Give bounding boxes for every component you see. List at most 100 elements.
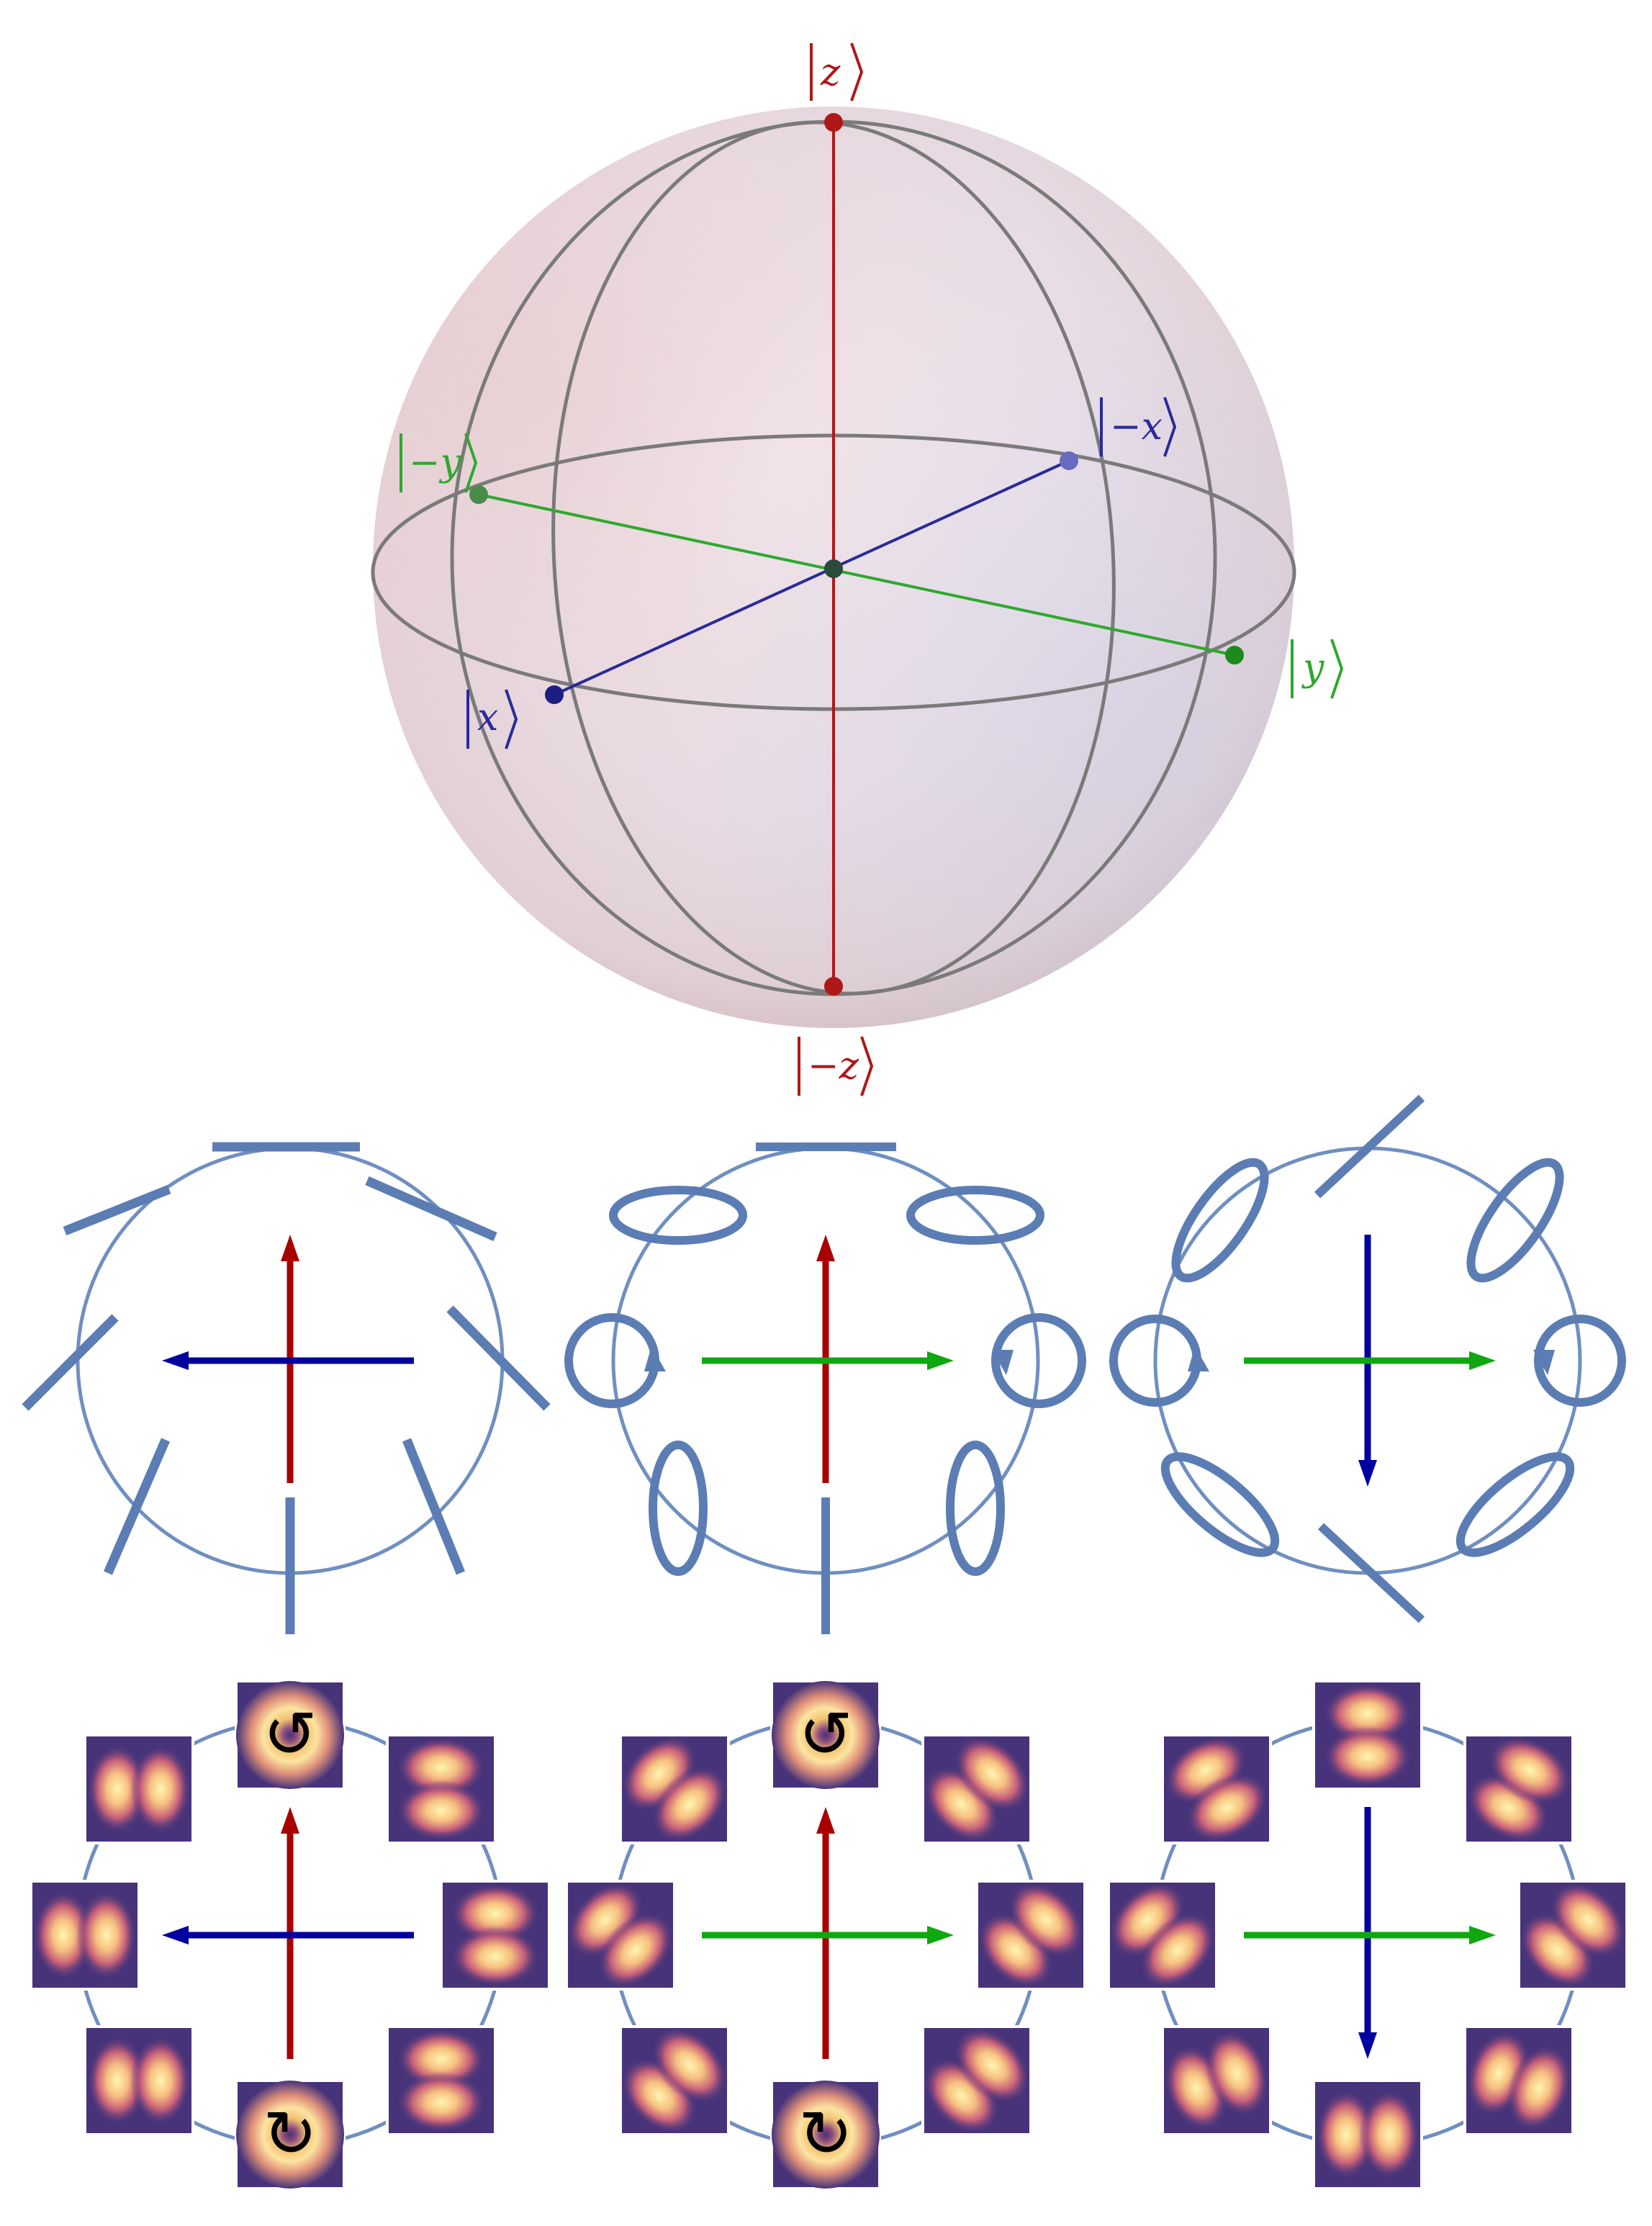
intensity-lobe — [954, 1735, 1031, 1812]
counterclockwise-icon: ↺ — [798, 1697, 852, 1772]
intensity-lobe — [397, 1737, 486, 1798]
intensity-lobe — [87, 2036, 148, 2125]
red-arrow-head — [281, 1235, 299, 1261]
blue-arrow-head — [162, 1351, 189, 1370]
intensity-lobe — [1204, 2029, 1269, 2117]
polarization-panel-2 — [564, 1143, 1086, 1634]
point-minus-x — [1060, 451, 1078, 470]
donut-intensity — [236, 2081, 344, 2189]
mode-tiles: ↺ ↻ ↺ ↻ — [30, 1680, 1628, 2190]
hermite-gaussian-mode-tile — [386, 2025, 497, 2136]
donut-intensity — [772, 1681, 880, 1789]
mode-axis-arrows-1 — [162, 1807, 414, 2059]
ket-y-label: y — [1301, 646, 1324, 690]
ket-x-label: x — [477, 696, 498, 739]
clockwise-icon: ↻ — [263, 2096, 317, 2172]
y-axis — [478, 493, 1235, 657]
hermite-gaussian-mode-tile — [619, 2025, 730, 2136]
intensity-lobe — [397, 1780, 486, 1841]
x-axis — [554, 459, 1070, 696]
hermite-gaussian-mode-tile — [1517, 1880, 1628, 1991]
red-arrow-head — [816, 1235, 835, 1261]
meridian-narrow — [551, 120, 1116, 996]
intensity-lobe — [1507, 2045, 1571, 2132]
intensity-lobe — [1323, 1683, 1412, 1744]
intensity-lobe — [1550, 1881, 1627, 1958]
ket-y — [1291, 639, 1344, 699]
vortex-mode-tile: ↻ — [235, 2079, 346, 2190]
hermite-gaussian-mode-tile — [619, 1734, 730, 1844]
intensity-lobe — [1186, 1773, 1269, 1842]
intensity-lobe — [130, 1744, 191, 1834]
ccw-arrow-left — [644, 1346, 666, 1371]
hermite-gaussian-mode-tile — [1161, 2025, 1272, 2136]
axis-arrows — [162, 1235, 414, 1483]
ket-minus-x — [1100, 397, 1177, 457]
intensity-lobe — [597, 1912, 674, 1989]
intensity-lobe — [651, 2027, 728, 2104]
hermite-gaussian-mode-tile — [921, 1734, 1032, 1844]
blue-arrow-head — [1358, 1460, 1377, 1487]
hermite-gaussian-mode-tile — [1107, 1880, 1218, 1991]
intensity-lobe — [451, 1927, 540, 1987]
elliptical-polarization-marks — [564, 1143, 1086, 1634]
ccw-arrow-left — [1188, 1346, 1209, 1371]
hermite-gaussian-mode-tile — [440, 1880, 551, 1991]
ket-minus-z-label: −z — [808, 1045, 859, 1088]
point-origin — [824, 559, 843, 578]
hermite-gaussian-mode-tile — [83, 1734, 194, 1844]
intensity-lobe — [87, 1744, 148, 1834]
green-arrow-head — [927, 1351, 954, 1370]
hermite-gaussian-mode-tile — [30, 1880, 140, 1991]
linear-polarization-marks — [22, 1142, 551, 1634]
intensity-lobe — [1359, 2090, 1419, 2179]
intensity-lobe — [1316, 2090, 1376, 2179]
intensity-lobe — [397, 2072, 486, 2132]
point-minus-z — [824, 977, 843, 996]
green-arrow-head — [1469, 1351, 1496, 1370]
mode-axis-arrows-3 — [1244, 1807, 1496, 2059]
hermite-gaussian-mode-tile — [1161, 1734, 1272, 1844]
ket-minus-y-label: −y — [409, 441, 462, 485]
intensity-lobe — [451, 1883, 540, 1944]
point-y — [1225, 646, 1244, 664]
mode-axis-arrows-2 — [702, 1807, 954, 2059]
mode-row: ↺ ↻ ↺ ↻ — [30, 1680, 1628, 2190]
point-minus-y — [469, 485, 488, 504]
counterclockwise-icon: ↺ — [263, 1697, 317, 1772]
polarization-panel-1 — [22, 1142, 551, 1634]
intensity-lobe — [567, 1881, 644, 1958]
point-z — [824, 113, 843, 132]
donut-intensity — [236, 1681, 344, 1789]
bloch-sphere: z −z x −x y −y — [371, 42, 1344, 1096]
point-x — [545, 685, 564, 704]
intensity-lobe — [33, 1891, 94, 1980]
intensity-lobe — [130, 2036, 191, 2125]
ket-minus-x-label: −x — [1110, 405, 1163, 449]
intensity-lobe — [651, 1766, 728, 1843]
hermite-gaussian-mode-tile — [565, 1880, 676, 1991]
hermite-gaussian-mode-tile — [1463, 1734, 1574, 1844]
vortex-mode-tile: ↺ — [235, 1680, 346, 1790]
hermite-gaussian-mode-tile — [1312, 2079, 1423, 2190]
intensity-lobe — [1008, 1881, 1085, 1958]
intensity-lobe — [1488, 1736, 1571, 1805]
hermite-gaussian-mode-tile — [83, 2025, 194, 2136]
cw-arrow-right — [1533, 1350, 1555, 1375]
hermite-gaussian-mode-tile — [921, 2025, 1032, 2136]
intensity-lobe — [923, 1766, 1000, 1843]
ket-x — [466, 689, 518, 749]
vortex-mode-tile: ↻ — [770, 2079, 881, 2190]
ket-minus-z — [798, 1036, 874, 1096]
intensity-lobe — [397, 2029, 486, 2089]
ket-z — [810, 42, 864, 102]
intensity-lobe — [954, 2027, 1031, 2104]
intensity-lobe — [1323, 1726, 1412, 1787]
intensity-lobe — [1139, 1912, 1217, 1989]
ket-minus-y — [400, 433, 478, 493]
axis-arrows — [702, 1235, 954, 1483]
axis-arrows — [1244, 1235, 1496, 1487]
intensity-lobe — [76, 1891, 137, 1980]
vortex-mode-tile: ↺ — [770, 1680, 881, 1790]
diagonal-polarization-marks — [1109, 1094, 1626, 1623]
